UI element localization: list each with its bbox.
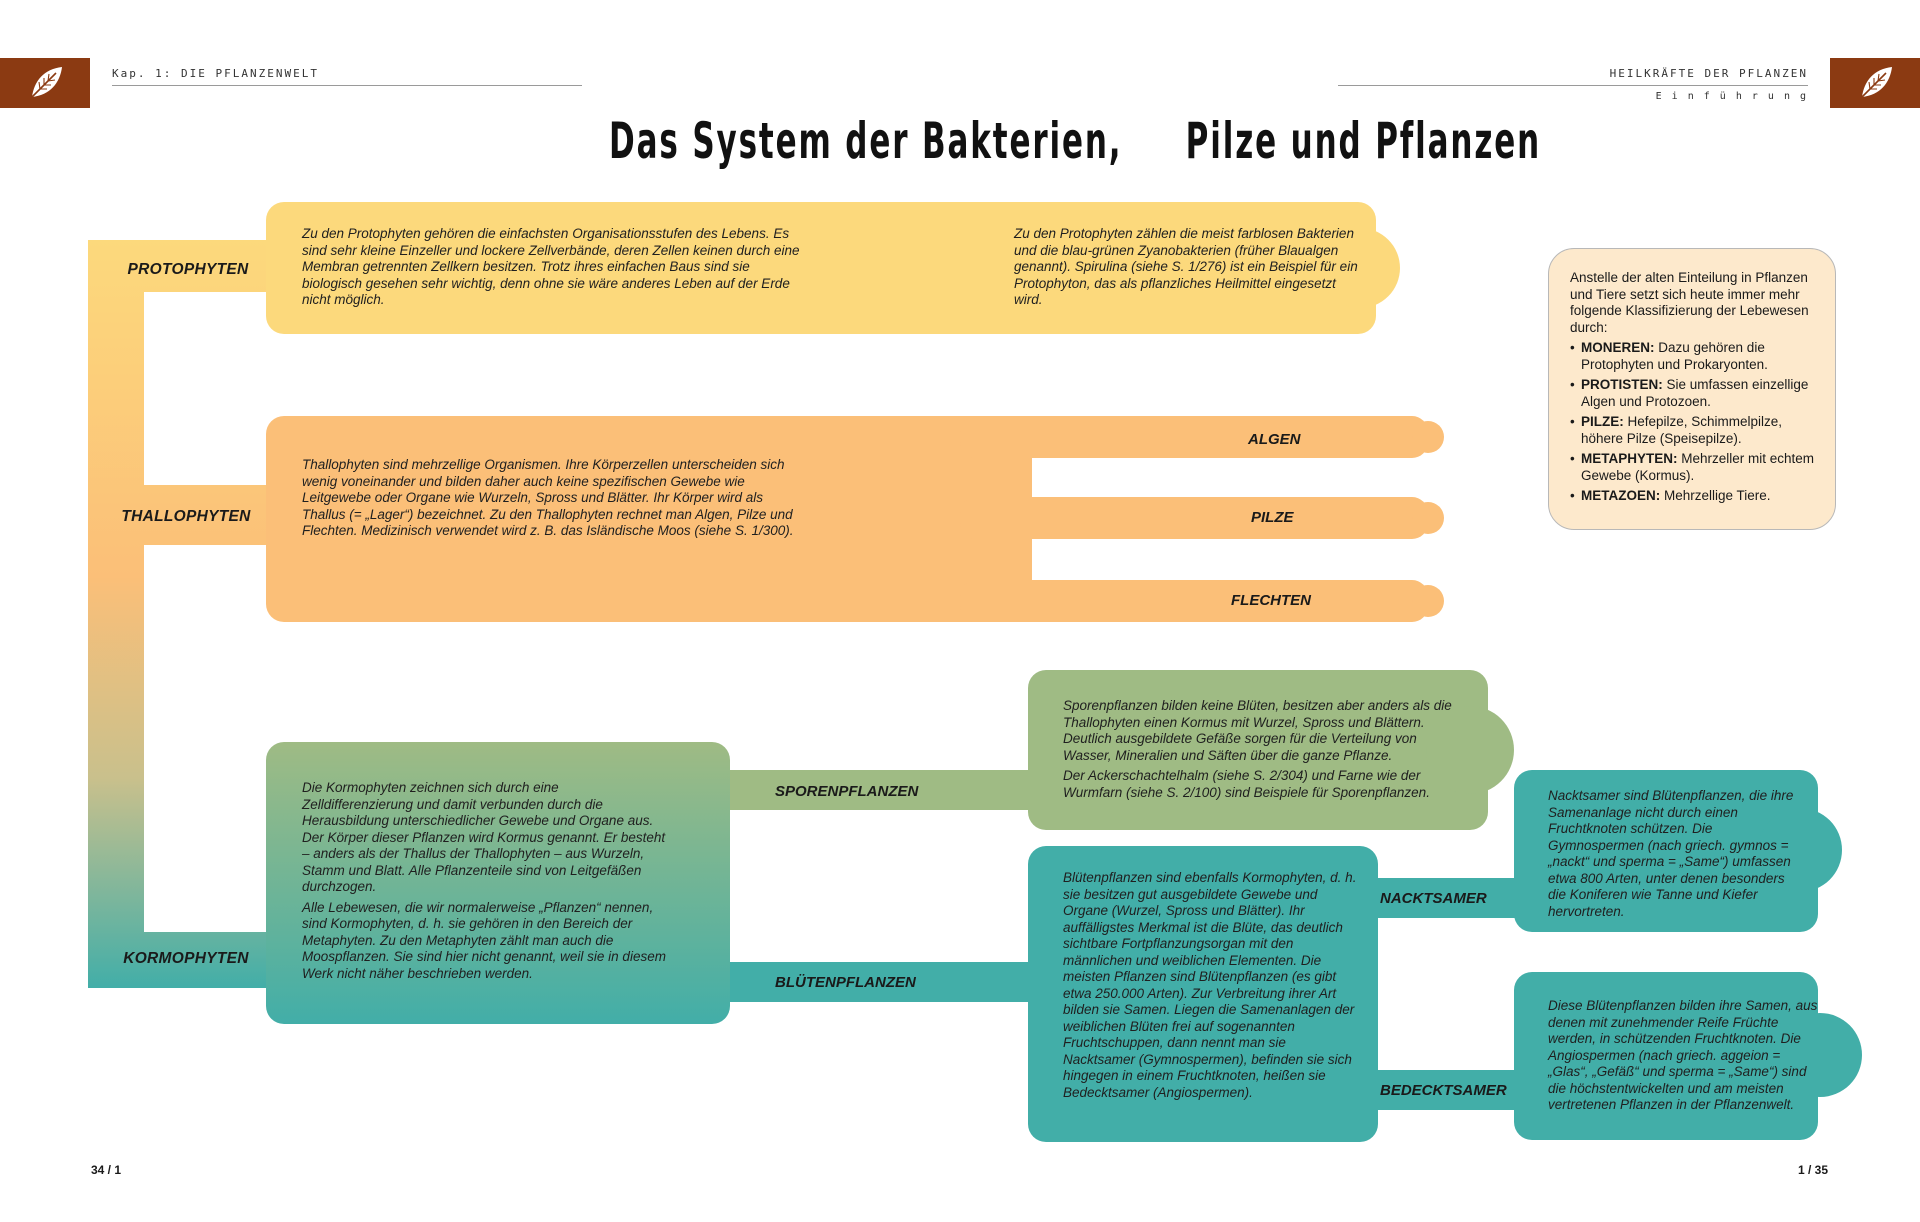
info-item-moneren: MONEREN: Dazu gehören die Protophyten un… [1570,340,1820,373]
right-header-rule [1338,85,1808,86]
thallophyten-description: Thallophyten sind mehrzellige Organismen… [302,457,794,538]
protophyten-description: Zu den Protophyten gehören die einfachst… [302,226,800,307]
nacktsamer-bulge [1758,808,1842,892]
left-header-rule [112,85,582,86]
right-running-head: HEILKRÄFTE DER PFLANZEN [1609,67,1808,80]
kormophyten-description: Die Kormophyten zeichnen sich durch eine… [302,780,672,986]
branch-label-sporenpflanzen: SPORENPFLANZEN [775,783,919,800]
level-label-thallophyten: THALLOPHYTEN [121,508,251,525]
protophyten-examples: Zu den Protophyten zählen die meist farb… [1014,226,1358,307]
bedecktsamer-connector [1376,1070,1516,1110]
right-page-number: 1 / 35 [1798,1163,1829,1177]
left-chapter-tab [0,58,90,108]
bluetenpflanzen-connector [730,962,1030,1002]
flechten-bar [960,580,1428,622]
nacktsamer-description: Nacktsamer sind Blütenpflanzen, die ihre… [1548,788,1794,919]
pilze-bar [960,497,1428,539]
kormophyten-paragraph-2: Alle Lebewesen, die wir normalerweise „P… [302,899,666,981]
sporenpflanzen-box [1028,670,1488,830]
level-label-protophyten: PROTOPHYTEN [127,261,249,278]
info-item-metaphyten: METAPHYTEN: Mehrzeller mit echtem Gewebe… [1570,451,1820,484]
branch-label-flechten: FLECHTEN [1231,592,1311,609]
info-intro: Anstelle der alten Einteilung in Pflanze… [1570,270,1809,335]
nacktsamer-box [1514,770,1818,932]
bluetenpflanzen-description: Blütenpflanzen sind ebenfalls Kormophyte… [1063,870,1357,1100]
thallophyten-box [266,416,1030,622]
nacktsamer-connector [1376,878,1516,918]
branch-label-pilze: PILZE [1251,509,1294,526]
hierarchy-spine [88,240,266,988]
leaf-icon [1861,67,1892,98]
sporenpflanzen-paragraph-2: Der Ackerschachtelhalm (siehe S. 2/304) … [1063,768,1430,800]
branch-label-bedecktsamer: BEDECKTSAMER [1380,1082,1507,1099]
right-running-subhead: E i n f ü h r u n g [1655,91,1808,102]
info-item-pilze: PILZE: Hefepilze, Schimmelpilze, höhere … [1570,414,1820,447]
sporenpflanzen-paragraph-1: Sporenpflanzen bilden keine Blüten, besi… [1063,698,1452,763]
bedecktsamer-description: Diese Blütenpflanzen bilden ihre Samen, … [1548,998,1818,1112]
level-label-kormophyten: KORMOPHYTEN [123,950,249,967]
right-chapter-tab [1830,58,1920,108]
info-list: MONEREN: Dazu gehören die Protophyten un… [1570,340,1820,505]
protophyten-box [266,202,1376,334]
bedecktsamer-bulge [1778,1013,1862,1097]
branch-label-bluetenpflanzen: BLÜTENPFLANZEN [775,974,916,991]
branch-label-nacktsamer: NACKTSAMER [1380,890,1487,907]
sporenpflanzen-description: Sporenpflanzen bilden keine Blüten, besi… [1063,698,1463,805]
algen-bar [960,416,1428,458]
classification-info-text: Anstelle der alten Einteilung in Pflanze… [1570,270,1820,509]
kormophyten-box [266,742,730,1024]
branch-label-algen: ALGEN [1248,431,1301,448]
bedecktsamer-box [1514,972,1818,1140]
protophyten-bulge [1320,228,1400,308]
sporenpflanzen-bulge [1426,706,1514,794]
info-item-protisten: PROTISTEN: Sie umfassen einzellige Algen… [1570,377,1820,410]
info-item-metazoen: METAZOEN: Mehrzellige Tiere. [1570,488,1820,505]
leaf-icon [31,67,62,98]
left-page-number: 34 / 1 [91,1163,122,1177]
left-running-head: Kap. 1: DIE PFLANZENWELT [112,67,319,80]
sporenpflanzen-connector [730,770,1030,810]
bluetenpflanzen-box [1028,846,1378,1142]
kormophyten-paragraph-1: Die Kormophyten zeichnen sich durch eine… [302,780,666,894]
